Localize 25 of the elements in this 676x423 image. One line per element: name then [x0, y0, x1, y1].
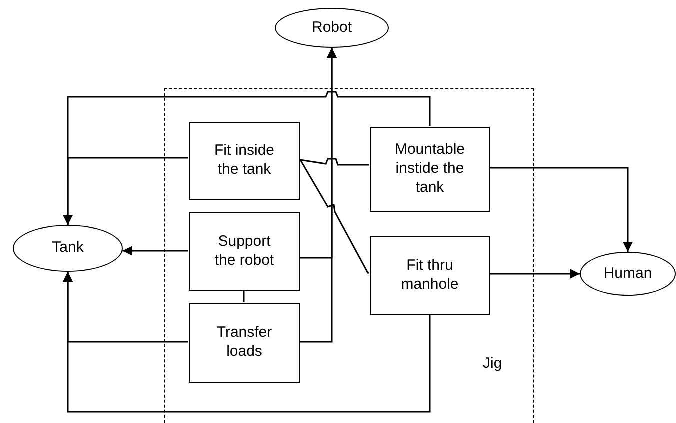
connector-line	[299, 158, 369, 166]
node-label: Support the robot	[214, 232, 276, 270]
dashed-group-boundary	[164, 88, 534, 423]
process-box	[189, 212, 300, 291]
node-label: Fit inside the tank	[213, 142, 276, 180]
arrow	[63, 157, 188, 225]
process-box	[370, 127, 490, 212]
arrow	[489, 269, 580, 279]
node-label: Robot	[312, 18, 352, 38]
node-label: Human	[604, 264, 652, 284]
node-label: Transfer loads	[216, 324, 274, 362]
connector-line	[299, 159, 370, 274]
node-label: Fit thru manhole	[400, 256, 460, 294]
group-label: Jig	[483, 355, 502, 374]
arrow	[63, 272, 431, 413]
arrow	[489, 167, 633, 252]
process-box	[189, 303, 300, 383]
node-label: Tank	[52, 239, 84, 258]
ellipse-node	[580, 252, 676, 296]
connector-line	[243, 290, 245, 302]
arrow	[122, 246, 188, 256]
node-label: Mountable instide the tank	[394, 141, 466, 198]
process-box	[370, 236, 490, 315]
arrow	[299, 48, 337, 343]
process-box	[189, 122, 300, 200]
